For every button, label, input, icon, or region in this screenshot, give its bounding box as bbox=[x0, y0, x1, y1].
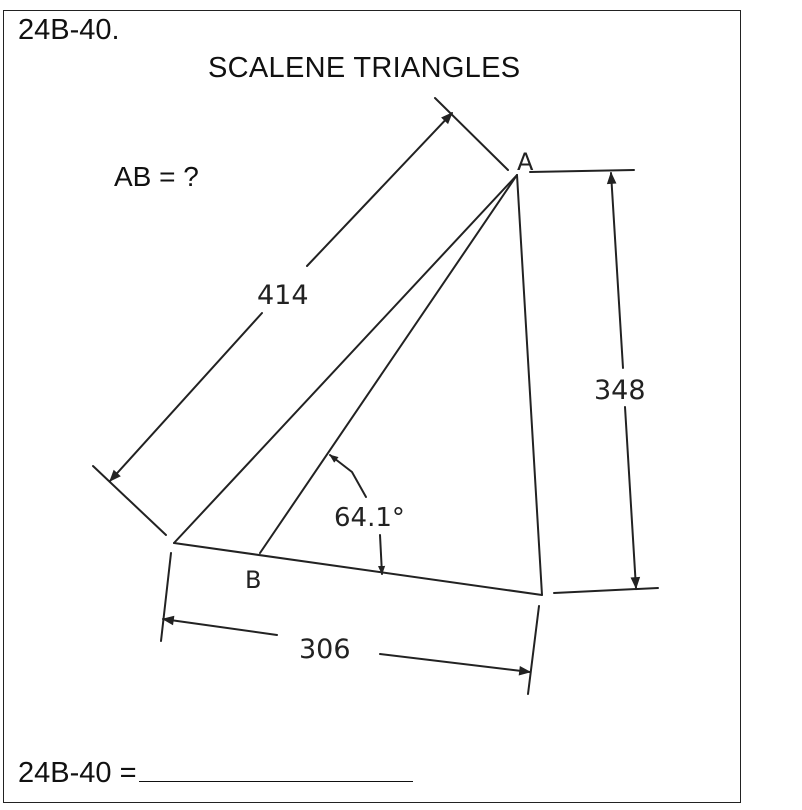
extension-line-414-bottom bbox=[92, 465, 167, 536]
extension-line-348-top bbox=[529, 169, 635, 173]
dimension-line-306-left bbox=[161, 615, 278, 636]
dimension-line-414-upper bbox=[306, 112, 453, 267]
dimension-label-414: 414 bbox=[257, 280, 309, 311]
dimension-label-306: 306 bbox=[299, 634, 351, 665]
vertex-a-label: A bbox=[517, 148, 534, 176]
answer-blank[interactable] bbox=[138, 753, 413, 782]
dimension-line-414-lower bbox=[109, 312, 263, 482]
dimension-line-348-upper bbox=[606, 171, 624, 369]
dimension-line-306-right bbox=[379, 653, 532, 676]
vertex-b-label: B bbox=[245, 566, 261, 594]
extension-line-306-left bbox=[160, 552, 172, 642]
angle-label: 64.1° bbox=[334, 503, 405, 533]
dimension-label-348: 348 bbox=[594, 375, 646, 406]
question-text: AB = ? bbox=[114, 161, 199, 192]
worksheet-frame bbox=[3, 10, 741, 803]
angle-leader-upper bbox=[329, 454, 367, 498]
base-line bbox=[173, 542, 543, 596]
answer-label: 24B-40 = bbox=[18, 757, 137, 789]
page-title: SCALENE TRIANGLES bbox=[208, 52, 521, 84]
answer-line: 24B-40 = bbox=[18, 753, 413, 790]
side-ab bbox=[259, 174, 518, 554]
angle-leader-lower bbox=[377, 534, 386, 575]
extension-line-348-bottom bbox=[553, 587, 659, 594]
side-a-right bbox=[516, 174, 543, 596]
extension-line-306-right bbox=[527, 605, 540, 695]
side-a-left bbox=[173, 174, 518, 544]
dimension-line-348-lower bbox=[624, 406, 641, 590]
problem-id: 24B-40. bbox=[18, 14, 120, 46]
extension-line-414-top bbox=[434, 97, 509, 171]
